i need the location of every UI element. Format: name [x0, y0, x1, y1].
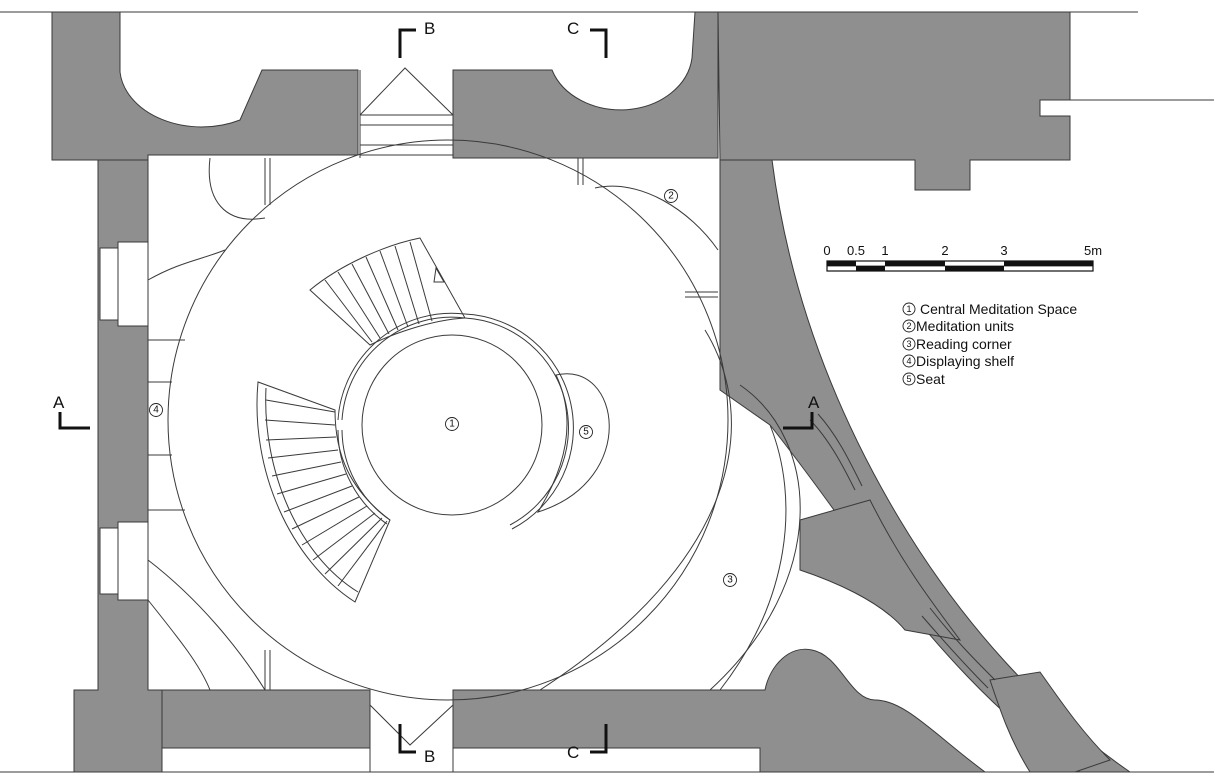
- plan-label-seat: 5: [579, 425, 593, 439]
- plan-label-shelf: 4: [149, 403, 163, 417]
- walls: [51, 11, 1132, 773]
- legend-label-reading: Reading corner: [916, 336, 1012, 352]
- svg-text:3: 3: [906, 339, 911, 349]
- scale-tick-0: 0: [823, 243, 830, 258]
- legend-label-seat: Seat: [916, 371, 945, 387]
- plan-label-reading: 3: [723, 573, 737, 587]
- svg-text:3: 3: [727, 575, 733, 586]
- corner-partitions: [147, 157, 719, 691]
- legend-item-seat: 5 Seat: [902, 371, 945, 387]
- legend-label-shelf: Displaying shelf: [916, 353, 1014, 369]
- right-windows: [809, 413, 996, 689]
- svg-text:4: 4: [153, 405, 159, 416]
- scale-tick-2: 2: [941, 243, 948, 258]
- scale-tick-0-5: 0.5: [847, 243, 865, 258]
- legend-item-central: 1 Central Meditation Space: [902, 301, 1077, 317]
- legend-label-units: Meditation units: [916, 318, 1014, 334]
- scale-tick-5m: 5m: [1084, 243, 1102, 258]
- legend: 1 Central Meditation Space 2 Meditation …: [902, 301, 1077, 387]
- scale-tick-1: 1: [881, 243, 888, 258]
- central-hall: [167, 139, 801, 701]
- plan-label-central: 1: [445, 417, 459, 431]
- bottom-entry: [369, 690, 454, 772]
- svg-text:5: 5: [906, 374, 911, 384]
- section-markers: [58, 28, 814, 754]
- top-entry-steps: [359, 67, 454, 158]
- section-b-bottom: B: [424, 747, 435, 766]
- svg-text:4: 4: [906, 356, 911, 366]
- svg-text:5: 5: [583, 427, 589, 438]
- section-c-top: C: [567, 19, 579, 38]
- section-b-top: B: [424, 19, 435, 38]
- section-a-right: A: [808, 393, 820, 412]
- left-windows: [99, 241, 185, 601]
- svg-text:1: 1: [906, 304, 911, 314]
- section-c-bottom: C: [567, 743, 579, 762]
- upper-stair: [309, 237, 466, 346]
- svg-text:2: 2: [906, 321, 911, 331]
- legend-item-units: 2 Meditation units: [902, 318, 1014, 334]
- legend-item-reading: 3 Reading corner: [902, 336, 1012, 352]
- svg-text:2: 2: [668, 191, 674, 202]
- legend-item-shelf: 4 Displaying shelf: [902, 353, 1014, 369]
- legend-label-central: Central Meditation Space: [920, 301, 1077, 317]
- plan-label-units: 2: [664, 189, 678, 203]
- scale-tick-3: 3: [1000, 243, 1007, 258]
- seat: [536, 373, 610, 513]
- scale-bar: 0 0.5 1 2 3 5m: [823, 243, 1102, 272]
- left-stair: [256, 381, 391, 603]
- section-a-left: A: [53, 393, 65, 412]
- svg-text:1: 1: [449, 419, 455, 430]
